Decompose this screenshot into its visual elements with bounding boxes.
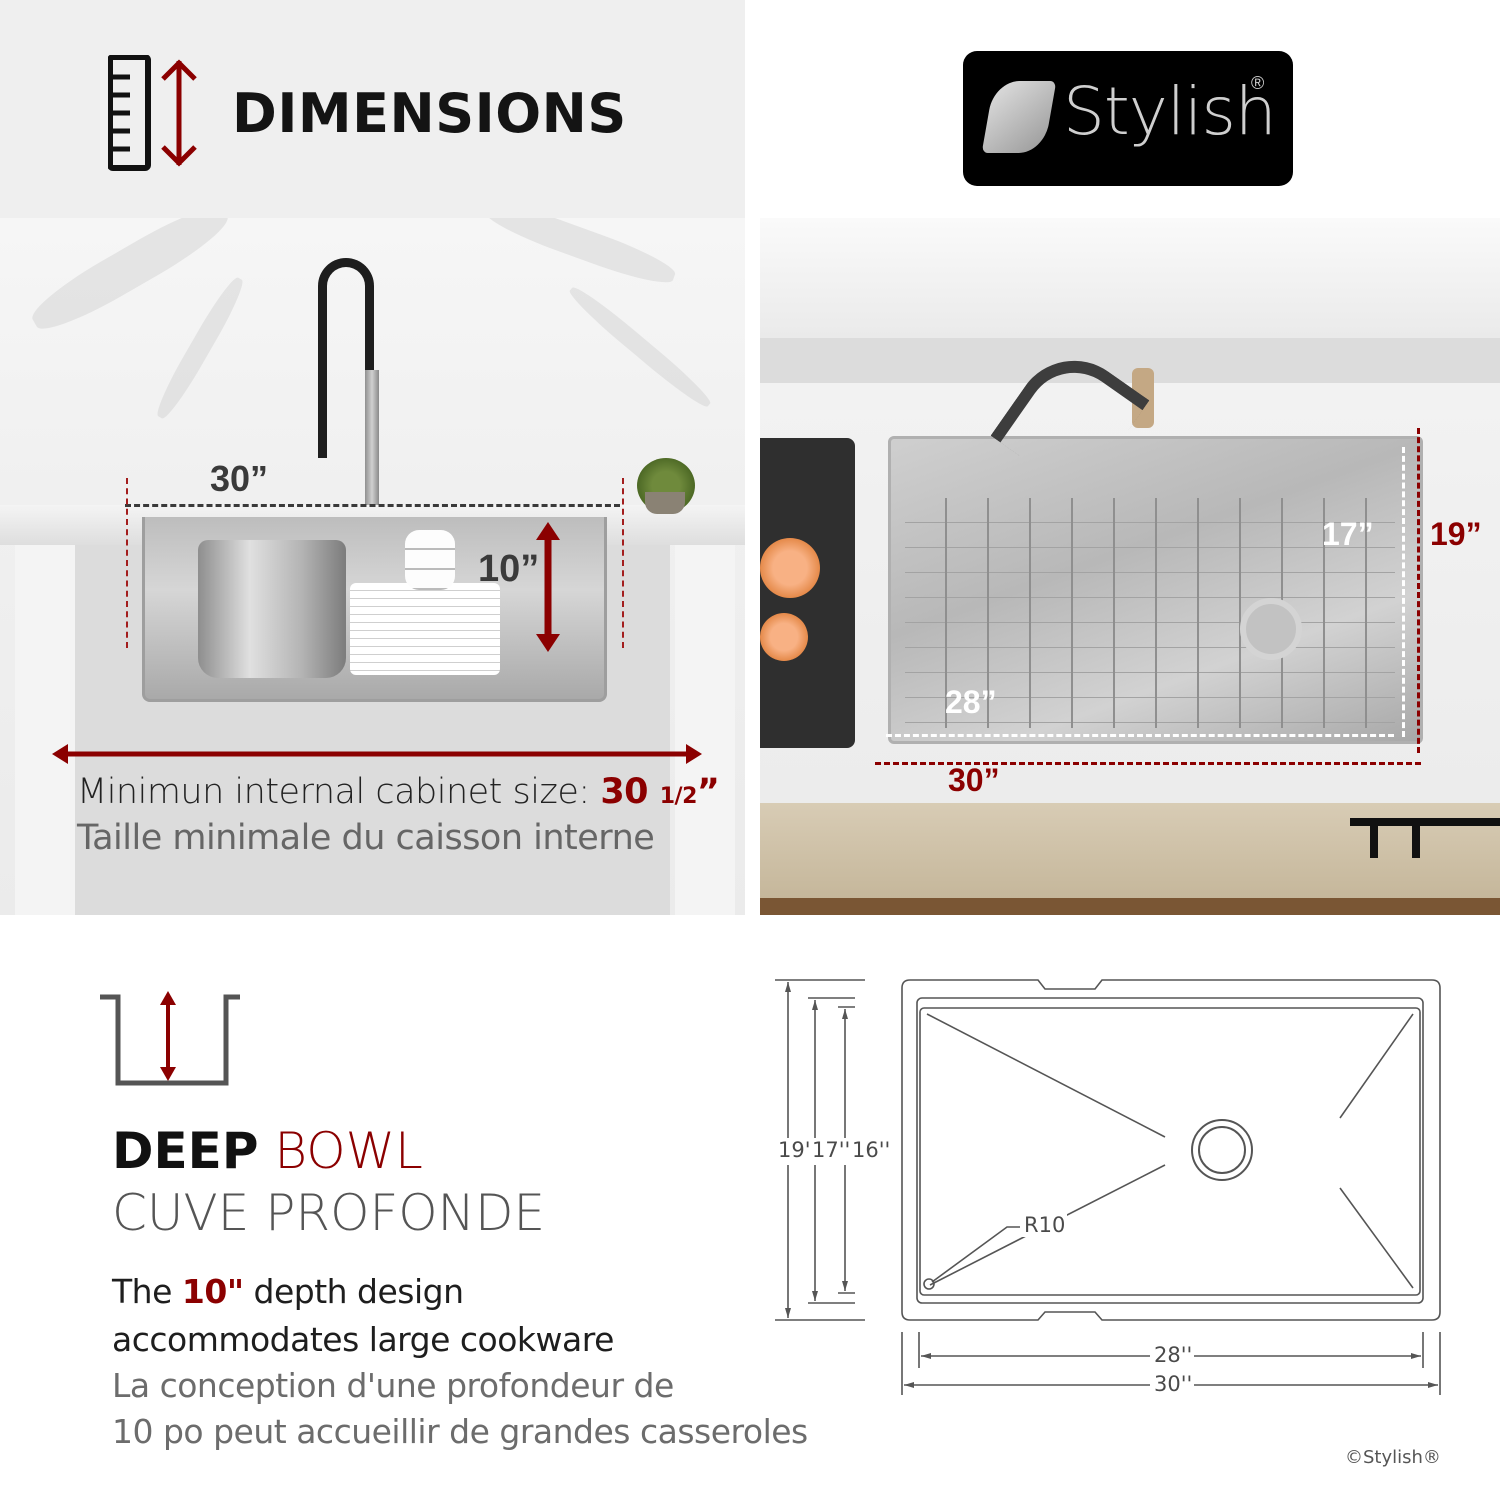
min-cabinet-value-unit: ” <box>696 772 720 812</box>
faucet-icon <box>318 258 374 458</box>
inner-width-line <box>886 734 1394 737</box>
outer-depth-label: 19” <box>1430 516 1482 552</box>
cabinet-side-left <box>15 545 75 915</box>
bottom-grid <box>905 498 1395 728</box>
plate-stack <box>350 583 500 675</box>
faucet-base <box>1132 368 1154 428</box>
plant-pot <box>645 492 685 514</box>
deep-bowl-line-3: La conception d'une profondeur de <box>112 1366 674 1405</box>
deep-bowl-title: DEEP BOWL <box>112 1122 423 1180</box>
deep-bowl-title-accent: BOWL <box>274 1122 423 1180</box>
floor <box>760 898 1500 915</box>
deep-bowl-line-1: The 10" depth design <box>112 1272 464 1311</box>
dimensions-heading: DIMENSIONS <box>232 82 627 145</box>
deep-bowl-title-fr: CUVE PROFONDE <box>112 1184 546 1242</box>
line1-highlight: 10" <box>181 1272 244 1311</box>
min-cabinet-label: Minimun internal cabinet size: <box>77 772 590 812</box>
orange-slice <box>760 538 820 598</box>
stock-pot <box>198 540 346 678</box>
outer-width-line <box>875 762 1421 765</box>
ruler-with-vertical-arrow-icon <box>108 55 197 171</box>
inner-depth-label: 17” <box>1322 516 1374 552</box>
depth-label-19: 19'' <box>776 1138 819 1162</box>
min-cabinet-label-en: Minimun internal cabinet size: 30 1/2” <box>77 772 720 812</box>
cabinet-side-right <box>675 545 735 915</box>
min-cabinet-value: 30 1/2” <box>600 772 720 812</box>
deep-bowl-title-bold: DEEP <box>112 1122 259 1180</box>
cup-stack <box>405 530 455 590</box>
bowl-depth-arrow-icon <box>100 991 240 1086</box>
faucet-body <box>365 370 379 510</box>
inner-width-label: 28” <box>945 684 997 720</box>
cabinet-handle-post <box>1370 818 1378 858</box>
copyright-notice: ©Stylish® <box>1345 1447 1441 1468</box>
outer-depth-line <box>1417 428 1420 753</box>
depth-label-17: 17'' <box>810 1138 853 1162</box>
orange-slice <box>760 613 808 661</box>
line1-suffix: depth design <box>253 1272 465 1311</box>
backsplash <box>760 338 1500 383</box>
depth-dimension-label: 10” <box>478 548 540 590</box>
inner-depth-line <box>1402 447 1405 737</box>
technical-drawing: 19'' 17'' 16'' R10 28'' 30'' <box>770 970 1470 1410</box>
line1-prefix: The <box>112 1272 172 1311</box>
width-guide-left <box>126 478 128 648</box>
depth-label-16: 16'' <box>850 1138 893 1162</box>
cabinet-handle-post <box>1412 818 1420 858</box>
sink-schematic-icon <box>775 979 1441 1395</box>
radius-label: R10 <box>1022 1213 1068 1237</box>
wall <box>760 218 1500 338</box>
logo-text: Stylish <box>1063 73 1277 150</box>
outer-width-label: 30” <box>948 762 1000 798</box>
deep-bowl-line-4: 10 po peut accueillir de grandes cassero… <box>112 1412 808 1451</box>
stylish-s-logo-icon <box>981 81 1057 153</box>
depth-arrow-icon <box>536 522 560 652</box>
min-cabinet-value-fraction: 1/2 <box>659 784 698 809</box>
min-cabinet-label-fr: Taille minimale du caisson interne <box>77 818 655 858</box>
width-dimension-line <box>125 504 620 507</box>
stylish-logo: Stylish ® <box>963 51 1293 186</box>
top-view-photo <box>760 218 1500 915</box>
cabinet-handle <box>1350 818 1500 826</box>
width-dimension-label: 30” <box>210 458 269 499</box>
registered-mark: ® <box>1251 73 1265 93</box>
width-guide-right <box>622 478 624 648</box>
outer-width-label: 30'' <box>1152 1372 1195 1396</box>
deep-bowl-line-2: accommodates large cookware <box>112 1320 614 1359</box>
cabinet-width-arrow-icon <box>52 744 702 764</box>
inner-width-label: 28'' <box>1152 1343 1195 1367</box>
drain-icon <box>1240 598 1302 660</box>
min-cabinet-value-whole: 30 <box>600 772 649 812</box>
